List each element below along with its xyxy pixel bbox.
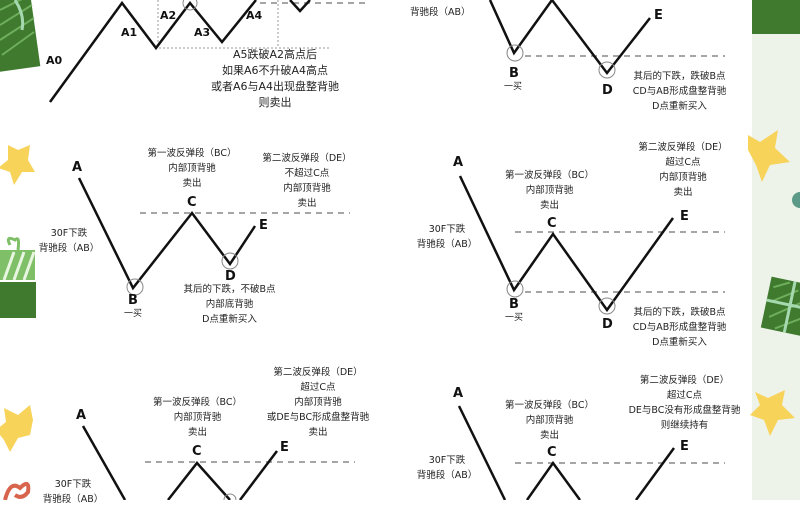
- label-a1: A1: [121, 26, 138, 39]
- left-note-bottom-right: 30F下跌 背驰段（AB）: [416, 455, 478, 481]
- b-note: 一买: [124, 309, 143, 319]
- left-note-top-right: 背驰段（AB）: [410, 7, 471, 18]
- diagram-top-left: [48, 0, 365, 103]
- label-c: C: [547, 216, 557, 231]
- label-e: E: [259, 218, 268, 233]
- label-b: B: [509, 297, 519, 312]
- d-note-middle-left: 其后的下跌，不破B点 内部底背驰 D点重新买入: [183, 284, 276, 325]
- de-note-bottom-left: 第二波反弹段（DE） 超过C点 内部顶背驰 或DE与BC形成盘整背驰 卖出: [266, 367, 370, 438]
- d-note-middle-right: 其后的下跌，跌破B点 CD与AB形成盘整背驰 D点重新买入: [632, 307, 727, 348]
- bc-note-bottom-left: 第一波反弹段（BC） 内部顶背驰 卖出: [153, 397, 242, 438]
- label-c: C: [547, 445, 557, 460]
- left-note-middle-right: 30F下跌 背驰段（AB）: [416, 224, 478, 250]
- star-icon: [0, 145, 35, 185]
- diagram-bottom-left: [81, 425, 355, 500]
- label-d: D: [602, 317, 613, 332]
- label-e: E: [654, 8, 663, 23]
- d-note-top-right: 其后的下跌，跌破B点 CD与AB形成盘整背驰 D点重新买入: [632, 71, 727, 112]
- de-note-bottom-right: 第二波反弹段（DE） 超过C点 DE与BC没有形成盘整背驰 则继续持有: [628, 375, 741, 431]
- diagram-top-right: [488, 0, 725, 79]
- label-b: B: [509, 66, 519, 81]
- label-a: A: [72, 160, 83, 175]
- label-e: E: [280, 440, 289, 455]
- label-a2: A2: [160, 9, 177, 22]
- label-a: A: [453, 155, 464, 170]
- label-c: C: [187, 195, 197, 210]
- gift-box-icon: [0, 236, 36, 318]
- label-a0: A0: [46, 54, 63, 67]
- b-note: 一买: [504, 82, 523, 92]
- left-note-bottom-left: 30F下跌 背驰段（AB）: [42, 479, 104, 505]
- bc-note-middle-left: 第一波反弹段（BC） 内部顶背驰 卖出: [147, 148, 237, 189]
- gift-box-icon: [752, 0, 800, 34]
- note-top-left: A5跌破A2高点后 如果A6不升破A4高点 或者A6与A4出现盘整背驰 则卖出: [210, 48, 340, 109]
- label-a4: A4: [246, 9, 263, 22]
- label-b: B: [128, 293, 138, 308]
- de-note-middle-right: 第二波反弹段（DE） 超过C点 内部顶背驰 卖出: [638, 142, 728, 198]
- diagram-middle-right: [458, 175, 725, 315]
- label-a: A: [76, 408, 87, 423]
- label-d: D: [225, 269, 236, 284]
- label-e: E: [680, 439, 689, 454]
- label-d: D: [602, 83, 613, 98]
- dot-icon: [792, 192, 800, 208]
- star-icon: [748, 130, 790, 182]
- star-icon: [750, 390, 795, 436]
- bc-note-bottom-right: 第一波反弹段（BC） 内部顶背驰 卖出: [505, 400, 594, 441]
- gift-box-icon: [760, 276, 800, 337]
- label-e: E: [680, 209, 689, 224]
- label-a3: A3: [194, 26, 211, 39]
- diagram-bottom-right: [457, 405, 725, 500]
- bc-note-middle-right: 第一波反弹段（BC） 内部顶背驰 卖出: [505, 170, 594, 211]
- label-a: A: [453, 386, 464, 401]
- label-c: C: [192, 444, 202, 459]
- left-note-middle-left: 30F下跌 背驰段（AB）: [38, 228, 100, 254]
- de-note-middle-left: 第二波反弹段（DE） 不超过C点 内部顶背驰 卖出: [262, 153, 352, 209]
- star-icon: [0, 405, 33, 452]
- diagram-middle-left: [77, 177, 350, 296]
- gift-box-icon: [0, 0, 41, 73]
- ribbon-icon: [3, 481, 31, 500]
- b-note: 一买: [505, 313, 524, 323]
